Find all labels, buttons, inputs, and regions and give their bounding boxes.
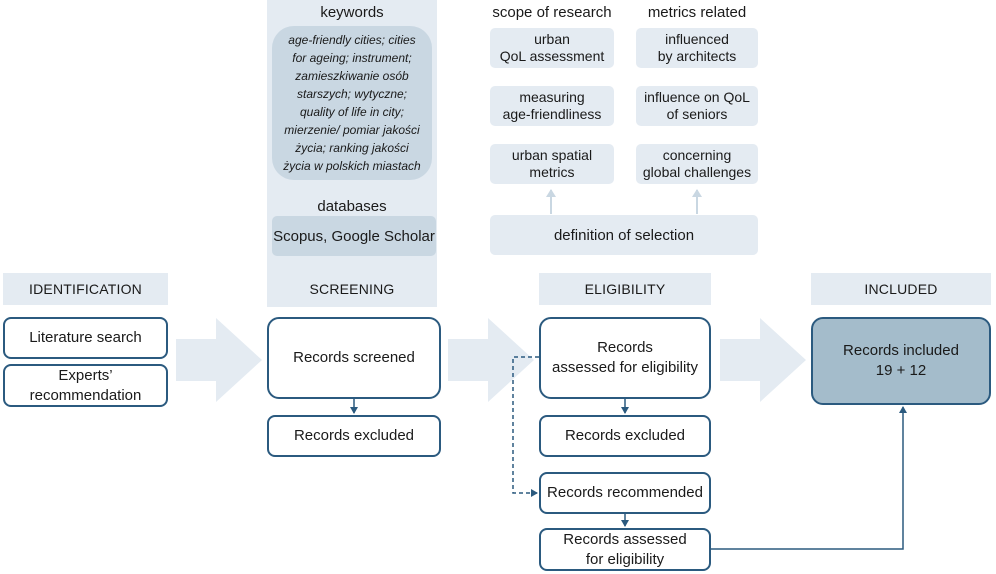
arrow-assessed2-to-included [711, 406, 907, 550]
assessed-line: assessed for eligibility [552, 359, 698, 376]
scope-item-line: age-friendliness [502, 106, 602, 122]
keywords-bubble: age-friendly cities; cities for ageing; … [272, 26, 432, 180]
stage-identification: IDENTIFICATION [3, 273, 168, 305]
records-included-box: Records included 19 + 12 [811, 317, 991, 405]
included-line: 19 + 12 [875, 362, 927, 379]
keywords-heading: keywords [320, 3, 384, 21]
metrics-item-line: influenced [665, 31, 729, 47]
big-arrow-1 [176, 318, 262, 402]
scope-item-line: metrics [529, 164, 575, 180]
included-line: Records included [843, 342, 959, 359]
records-screened-box: Records screened [267, 317, 441, 399]
stage-included: INCLUDED [811, 273, 991, 305]
scope-of-research-heading: scope of research [492, 3, 612, 21]
screening-records-excluded-box: Records excluded [267, 415, 441, 457]
assessed-line: Records [597, 339, 653, 356]
scope-item-line: urban [534, 31, 570, 47]
databases-heading: databases [317, 197, 387, 215]
eligibility-records-excluded-box: Records excluded [539, 415, 711, 457]
scope-item-line: measuring [519, 89, 585, 105]
metrics-item-line: concerning [662, 147, 732, 163]
metrics-item-line: by architects [657, 48, 737, 64]
scope-item-line: urban spatial [511, 147, 593, 163]
records-assessed-2-box: Records assessed for eligibility [539, 528, 711, 571]
metrics-related-heading: metrics related [647, 3, 747, 21]
assessed2-line: for eligibility [585, 550, 665, 568]
dashed-arrow-to-recommended [512, 356, 539, 497]
assessed2-line: Records assessed [563, 530, 687, 548]
scope-item-line: QoL assessment [499, 48, 605, 64]
records-recommended-box: Records recommended [539, 472, 711, 514]
experts-line: Experts’ [58, 366, 113, 384]
metrics-item-line: global challenges [642, 164, 752, 180]
metrics-item-line: influence on QoL [644, 89, 750, 105]
definition-of-selection-box: definition of selection [490, 215, 758, 255]
big-arrow-3 [720, 318, 806, 402]
experts-recommendation-box: Experts’ recommendation [3, 364, 168, 407]
stage-eligibility: ELIGIBILITY [539, 273, 711, 305]
databases-box: Scopus, Google Scholar [272, 216, 436, 256]
literature-search-box: Literature search [3, 317, 168, 359]
records-assessed-box: Records assessed for eligibility [539, 317, 711, 399]
stage-screening: SCREENING [309, 281, 395, 297]
experts-line: recommendation [29, 386, 142, 404]
metrics-item-line: of seniors [666, 106, 728, 122]
big-arrow-2 [448, 318, 534, 402]
